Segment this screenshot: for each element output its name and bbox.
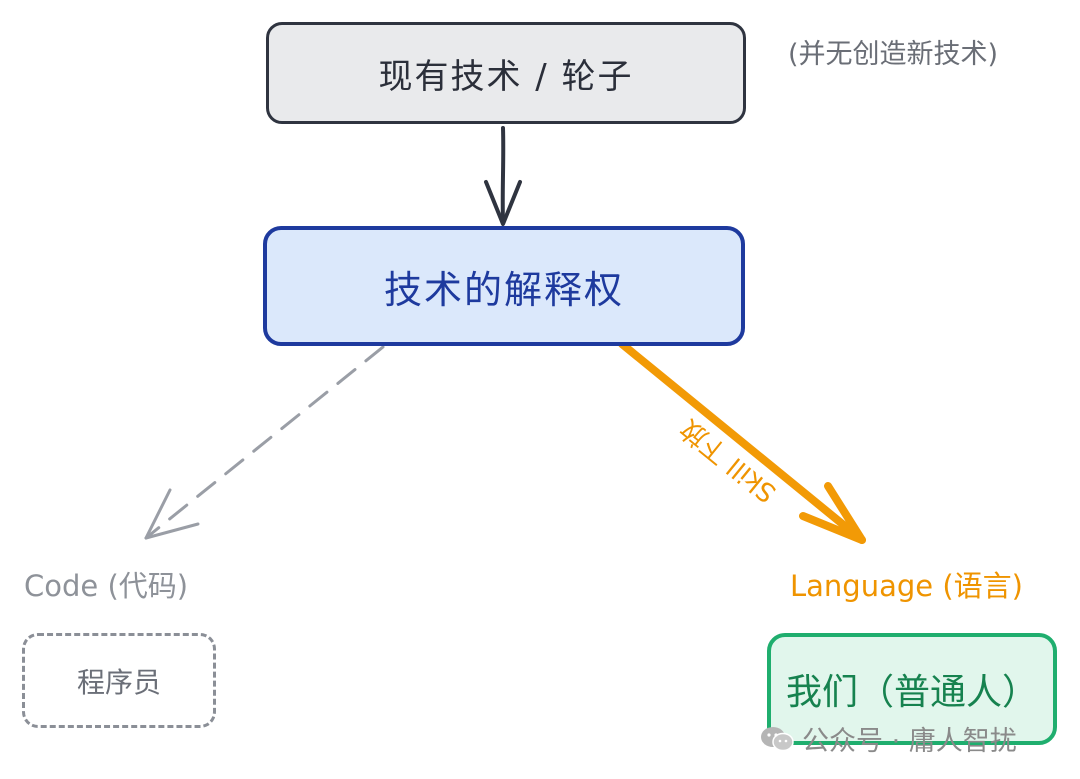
arrow-existing-to-interpretation <box>484 126 522 226</box>
interpretation-label: 技术的解释权 <box>383 267 624 312</box>
programmer-node: 程序员 <box>22 633 216 728</box>
watermark-text: 公众号 · 庸人智扰 <box>802 726 1017 757</box>
interpretation-node: 技术的解释权 <box>263 226 745 346</box>
watermark: 公众号 · 庸人智扰 <box>760 719 1017 758</box>
arrow-interpretation-to-code <box>144 345 385 540</box>
arrow-interpretation-to-language <box>618 340 866 544</box>
language-label: Language (语言) <box>790 569 1023 603</box>
programmer-label: 程序员 <box>76 665 161 699</box>
no-new-tech-note: (并无创造新技术) <box>788 39 999 70</box>
wechat-icon <box>761 726 794 751</box>
us-node: 我们（普通人） <box>767 633 1057 745</box>
existing-tech-label: 现有技术 / 轮子 <box>378 56 634 97</box>
us-label: 我们（普通人） <box>785 672 1038 713</box>
code-label: Code (代码) <box>24 569 189 603</box>
existing-tech-node: 现有技术 / 轮子 <box>266 22 746 124</box>
